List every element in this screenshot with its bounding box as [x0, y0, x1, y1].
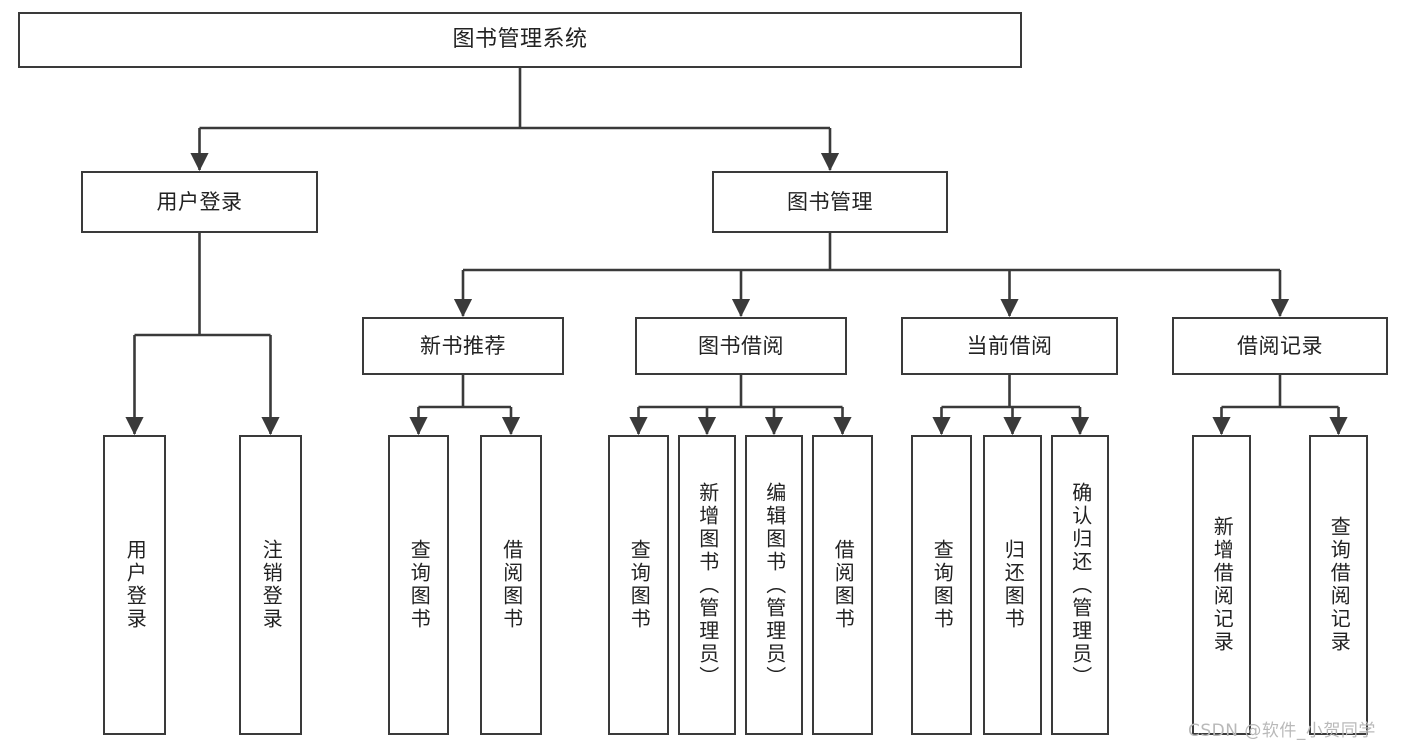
node-book-borrow[interactable]: 图书借阅 [635, 317, 847, 375]
node-label: 借阅图书 [499, 539, 524, 631]
node-label: 新增借阅记录 [1210, 516, 1235, 654]
node-leaf-query-book-current[interactable]: 查询图书 [911, 435, 972, 735]
node-root-book-management-system[interactable]: 图书管理系统 [18, 12, 1022, 68]
node-label: 归还图书 [1001, 539, 1026, 631]
node-new-book-recommend[interactable]: 新书推荐 [362, 317, 564, 375]
node-label: 新书推荐 [420, 333, 506, 358]
node-label: 查询图书 [627, 539, 652, 631]
node-leaf-user-login[interactable]: 用户登录 [103, 435, 166, 735]
node-leaf-query-borrow-record[interactable]: 查询借阅记录 [1309, 435, 1368, 735]
node-label: 用户登录 [156, 189, 243, 214]
node-label: 借阅图书 [831, 539, 856, 631]
node-leaf-borrow-book-recommend[interactable]: 借阅图书 [480, 435, 542, 735]
node-leaf-add-book-admin[interactable]: 新增图书（管理员） [678, 435, 736, 735]
node-label: 图书借阅 [698, 333, 784, 358]
node-label: 当前借阅 [966, 333, 1053, 358]
node-book-management[interactable]: 图书管理 [712, 171, 948, 233]
node-leaf-logout[interactable]: 注销登录 [239, 435, 302, 735]
node-label: 查询图书 [407, 539, 432, 631]
node-label: 查询图书 [930, 539, 955, 631]
node-leaf-query-book-borrow[interactable]: 查询图书 [608, 435, 669, 735]
node-leaf-query-book-recommend[interactable]: 查询图书 [388, 435, 449, 735]
node-label: 查询借阅记录 [1327, 516, 1352, 654]
node-label: 借阅记录 [1237, 333, 1323, 358]
node-label: 图书管理系统 [452, 27, 588, 53]
node-label: 编辑图书（管理员） [762, 481, 787, 689]
node-label: 注销登录 [259, 539, 284, 631]
csdn-watermark: CSDN @软件_小贺同学 [1188, 721, 1376, 741]
node-label: 新增图书（管理员） [695, 481, 720, 689]
node-label: 图书管理 [787, 189, 873, 214]
node-current-borrow[interactable]: 当前借阅 [901, 317, 1118, 375]
node-leaf-borrow-book[interactable]: 借阅图书 [812, 435, 873, 735]
node-leaf-confirm-return-admin[interactable]: 确认归还（管理员） [1051, 435, 1109, 735]
node-borrow-record[interactable]: 借阅记录 [1172, 317, 1388, 375]
node-label: 确认归还（管理员） [1068, 481, 1093, 689]
node-label: 用户登录 [123, 539, 148, 631]
node-user-login[interactable]: 用户登录 [81, 171, 318, 233]
node-leaf-return-book[interactable]: 归还图书 [983, 435, 1042, 735]
node-leaf-add-borrow-record[interactable]: 新增借阅记录 [1192, 435, 1251, 735]
node-leaf-edit-book-admin[interactable]: 编辑图书（管理员） [745, 435, 803, 735]
